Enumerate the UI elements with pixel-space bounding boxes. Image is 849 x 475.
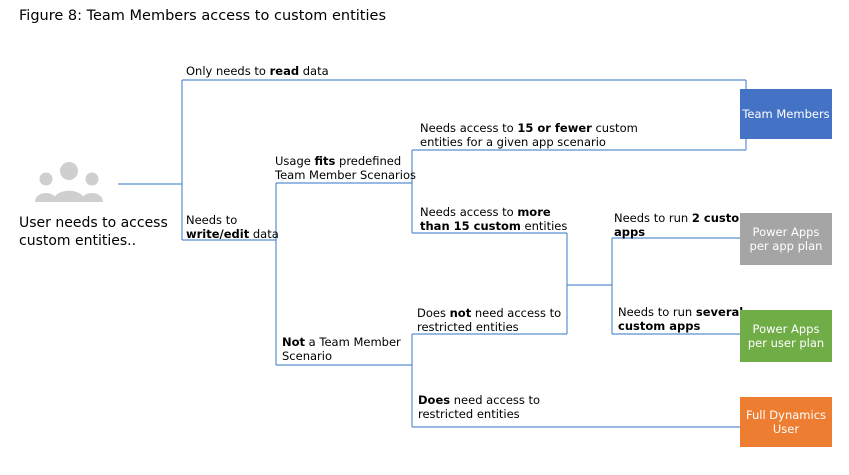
label-more-than-15: Needs access to more than 15 custom enti…	[420, 205, 568, 233]
label-not-restricted: Does not need access to restricted entit…	[417, 306, 562, 334]
label-restricted: Does need access to restricted entities	[418, 393, 541, 421]
label-only-read: Only needs to read data	[186, 64, 329, 78]
people-group-icon	[34, 160, 104, 206]
label-15-or-fewer: Needs access to 15 or fewer custom entit…	[420, 121, 638, 149]
figure-title: Figure 8: Team Members access to custom …	[19, 8, 386, 24]
label-several-custom-apps: Needs to run several custom apps	[618, 305, 744, 333]
label-two-custom-apps: Needs to run 2 custom apps	[614, 211, 752, 239]
label-not-team-scenario: Not a Team Member Scenario	[282, 335, 401, 363]
outcome-team-members: Team Members	[740, 89, 832, 139]
start-node-label: User needs to access custom entities..	[19, 215, 168, 249]
label-fits-team-scenarios: Usage fits predefined Team Member Scenar…	[275, 154, 416, 182]
label-write-edit: Needs to write/edit data	[186, 213, 279, 241]
